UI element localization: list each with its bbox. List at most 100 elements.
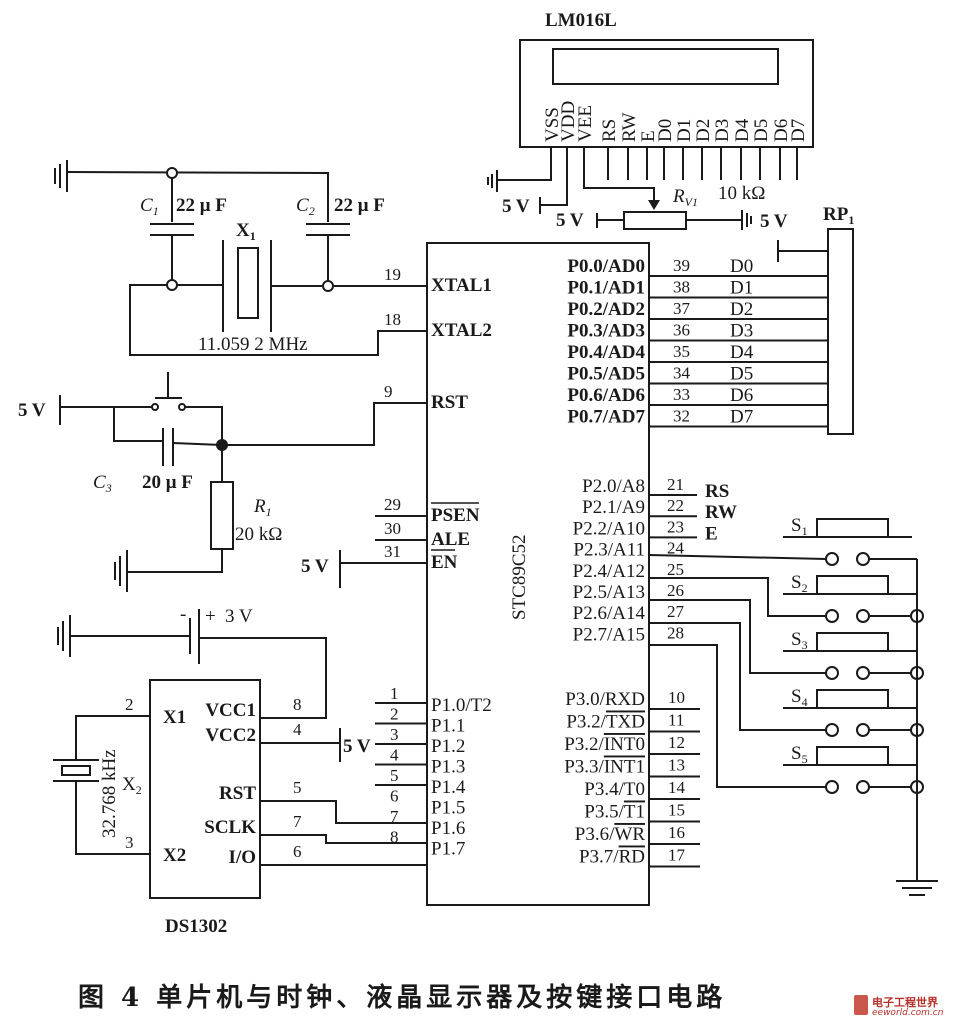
key-s1[interactable]: S1 <box>648 515 917 566</box>
rtc-pin-label: VCC1 <box>205 700 256 721</box>
mcu-pin-label: P1.3 <box>431 757 465 778</box>
rtc-pin-label: X2 <box>163 845 186 866</box>
x1-freq: 11.059 2 MHz <box>198 334 308 355</box>
pot-name: RV1 <box>672 186 698 209</box>
ea-supply: 5 V <box>301 556 329 577</box>
pin-number: 29 <box>384 495 401 514</box>
pin-number: 2 <box>390 705 399 724</box>
mcu-pin-label: P1.2 <box>431 736 465 757</box>
pin-number: 3 <box>390 725 399 744</box>
c1-label: C1 <box>140 195 159 218</box>
pin-number: 7 <box>390 807 399 826</box>
key-label: S4 <box>791 686 808 709</box>
mcu-pin-label: P3.6/WR <box>575 824 646 845</box>
lcd-pin-label: RS <box>599 119 620 142</box>
lcd-vss-wire <box>497 147 552 181</box>
key-contact <box>825 552 839 566</box>
rtc-name: DS1302 <box>165 916 227 937</box>
lcd-pin-label: D0 <box>655 119 676 142</box>
c2-label: C2 <box>296 195 315 218</box>
c2-value: 22 μ F <box>334 195 385 216</box>
key-s4[interactable]: S4 <box>649 622 924 737</box>
mcu-name: STC89C52 <box>509 534 530 620</box>
key-cap[interactable] <box>816 632 889 651</box>
pullup-name: RP1 <box>823 204 854 227</box>
net-label: D1 <box>730 278 753 299</box>
watermark-line1: 电子工程世界 <box>872 996 938 1009</box>
pin-number: 22 <box>667 496 684 515</box>
key-label: S5 <box>791 743 808 766</box>
key-cap[interactable] <box>816 746 889 765</box>
ground-icon <box>57 615 71 657</box>
resistor-r1 <box>210 481 234 550</box>
mcu-pin-label: P2.5/A13 <box>573 582 645 603</box>
mcu-pin-label: P3.4/T0 <box>584 779 645 800</box>
lcd-name: LM016L <box>545 10 617 31</box>
pin-number: 33 <box>673 385 690 404</box>
pin-number: 5 <box>390 766 399 785</box>
pin-number: 27 <box>667 602 685 621</box>
pot-value: 10 kΩ <box>718 183 765 204</box>
r1-label: R1 <box>253 496 272 519</box>
pin-number: 8 <box>293 695 302 714</box>
net-label: E <box>705 523 718 544</box>
key-label: S1 <box>791 515 808 538</box>
key-cap[interactable] <box>816 518 889 537</box>
mcu-pin-label: P2.1/A9 <box>582 497 645 518</box>
mcu-pin-label: P0.7/AD7 <box>567 407 645 428</box>
key-cap[interactable] <box>816 689 889 708</box>
lcd-pin-label: D4 <box>732 118 753 142</box>
lcd-pin-label: VSS <box>542 107 563 142</box>
pin-number: 1 <box>390 684 399 703</box>
reset-circuit: 5 V C3 20 μ F R1 20 kΩ 5 V <box>18 372 427 592</box>
key-contact <box>825 609 839 623</box>
ground-icon <box>54 160 68 192</box>
mcu-pin-label: P1.0/T2 <box>431 695 492 716</box>
pin-number: 8 <box>390 828 399 847</box>
r1-value: 20 kΩ <box>235 524 282 545</box>
mcu-pin-label: P0.1/AD1 <box>567 278 645 299</box>
mcu-pin-label: P2.3/A11 <box>573 540 645 561</box>
key-s3[interactable]: S3 <box>649 599 924 680</box>
pin-number: 28 <box>667 623 684 642</box>
mcu-pin-label: P2.0/A8 <box>582 476 645 497</box>
mcu-pin-label: P0.0/AD0 <box>567 256 645 277</box>
mcu-pin-label: P0.2/AD2 <box>567 299 645 320</box>
key-contact <box>856 723 870 737</box>
pin-number: 11 <box>668 711 684 730</box>
lcd-pin-label: D1 <box>674 119 695 142</box>
mcu-pin-label: P3.2/INT0 <box>564 734 645 755</box>
pin-number: 25 <box>667 560 684 579</box>
pin-number: 2 <box>125 695 134 714</box>
pin-number: 5 <box>293 778 302 797</box>
pin-number: 3 <box>125 833 134 852</box>
oscillator-circuit: C1 22 μ F C2 22 μ F X1 11.059 2 MHz <box>54 160 427 356</box>
net-label: RS <box>705 481 729 502</box>
eeworld-logo-icon <box>854 995 868 1015</box>
key-s5[interactable]: S5 <box>649 644 924 794</box>
mcu-pin-label: XTAL2 <box>431 320 492 341</box>
key-contact <box>825 723 839 737</box>
mcu-pin-label: P3.0/RXD <box>565 689 645 710</box>
lcd-vee-wire <box>583 147 655 205</box>
pin-number: 4 <box>293 720 302 739</box>
pin-number: 23 <box>667 517 684 536</box>
net-label: RW <box>705 502 737 523</box>
c1-value: 22 μ F <box>176 195 227 216</box>
mcu-body <box>426 242 650 906</box>
mcu-pin-label: RST <box>431 392 468 413</box>
pin-number: 6 <box>390 787 399 806</box>
key-contact <box>825 780 839 794</box>
ground-icon <box>487 170 498 192</box>
pin-number: 19 <box>384 265 401 284</box>
pin-number: 16 <box>668 823 685 842</box>
net-label: D0 <box>730 256 753 277</box>
lcd-body <box>519 39 814 148</box>
ground-icon <box>896 880 938 896</box>
key-cap[interactable] <box>816 575 889 594</box>
key-s2[interactable]: S2 <box>649 572 924 623</box>
wiper-arrow-icon <box>648 200 660 210</box>
